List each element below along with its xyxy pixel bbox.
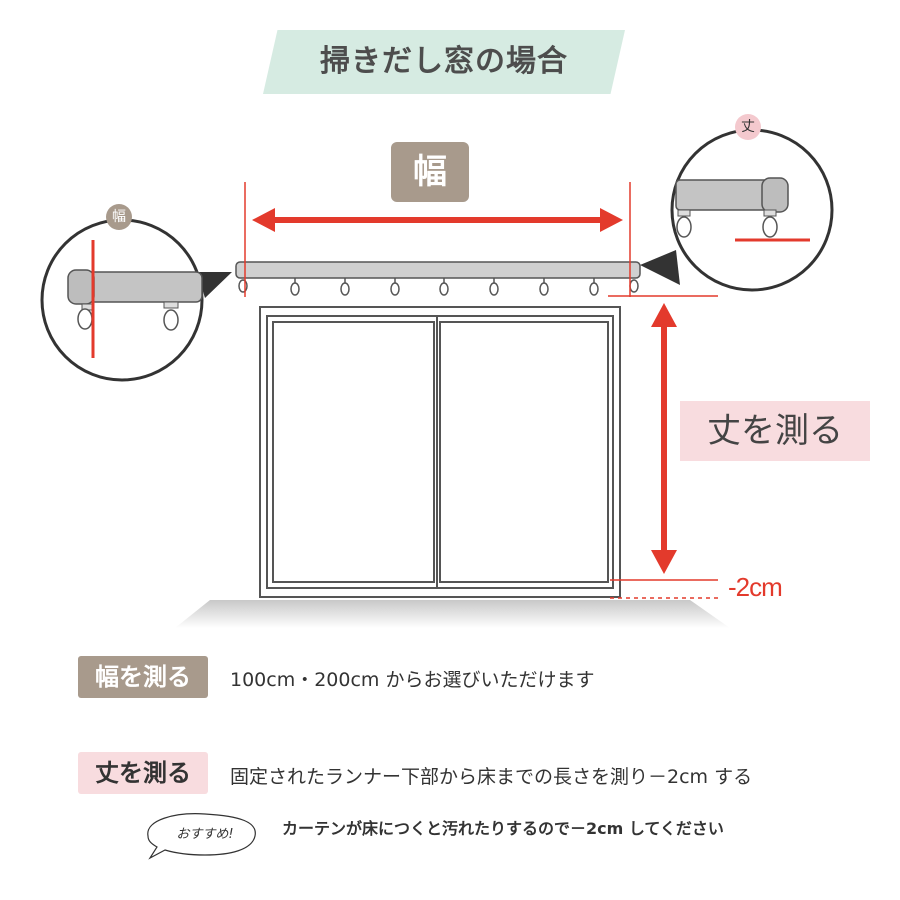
window-frame (259, 306, 621, 598)
height-measure-description: 固定されたランナー下部から床までの長さを測り－2cm する (230, 766, 753, 788)
curtain-rail (235, 261, 641, 296)
title-banner (263, 30, 625, 94)
width-measure-tag: 幅を測る (78, 656, 208, 698)
height-measure-arrow (608, 295, 718, 599)
height-measure-label: 丈を測る (680, 401, 870, 461)
minus-2cm-label: -2cm (728, 572, 783, 602)
rail-runners (238, 278, 639, 296)
width-measure-arrow (244, 182, 631, 297)
left-zoom-circle (40, 218, 232, 382)
page-title: 掃きだし窓の場合 (320, 44, 568, 79)
recommend-note: カーテンが床につくと汚れたりするので－2cm してください (282, 819, 724, 838)
recommend-badge: おすすめ! (176, 827, 234, 842)
right-zoom-circle (640, 128, 834, 292)
height-measure-tag: 丈を測る (78, 752, 208, 794)
recommend-bubble (147, 813, 256, 860)
width-measure-description: 100cm・200cm からお選びいただけます (230, 669, 595, 691)
floor (175, 600, 730, 628)
left-zoom-badge: 幅 (106, 204, 132, 230)
width-badge: 幅 (391, 142, 469, 202)
right-zoom-badge: 丈 (735, 114, 761, 140)
